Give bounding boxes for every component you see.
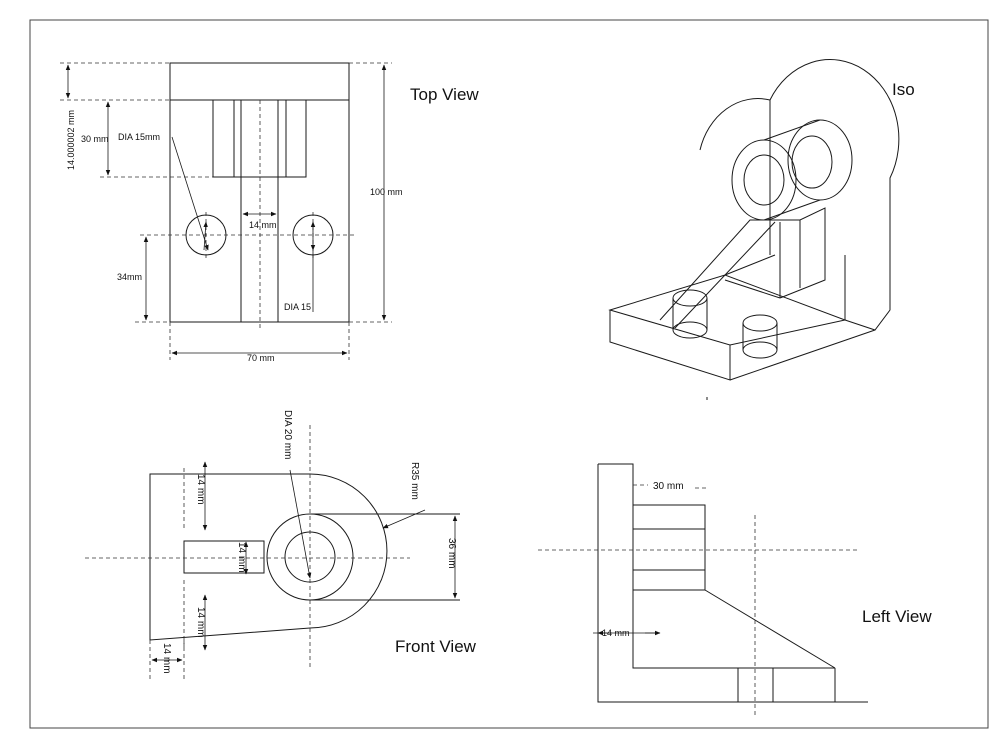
front-view: DIA 20 mm R35 mm 36 mm 14 mm 14 mm 14 mm… [85,410,477,680]
left-view-title: Left View [862,607,932,626]
iso-title: Iso [892,80,915,99]
front-view-title: Front View [395,637,477,656]
dim-14-000002: 14.000002 mm [66,110,76,170]
dim-34: 34mm [117,272,142,282]
sheet-border [29,19,989,729]
dim-70: 70 mm [247,353,275,363]
left-view-outline [598,463,835,669]
front-view-outline [149,473,388,641]
dim-dia15: DIA 15 [284,302,311,312]
dim-14-c: 14 mm [195,607,206,638]
top-view-title: Top View [410,85,479,104]
dim-14-d: 14 mm [161,643,172,674]
iso-view: Iso [608,59,915,400]
dim-dia20: DIA 20 mm [282,410,293,459]
dim-36: 36 mm [446,538,457,569]
dim-14-b: 14 mm [236,542,247,573]
top-view-outline [169,62,350,323]
dim-14-left: 14 mm [602,628,630,638]
dim-dia15mm: DIA 15mm [118,132,160,142]
left-view: 30 mm 14 mm Left View [538,463,932,718]
dim-30-left: 30 mm [653,481,684,492]
dim-30: 30 mm [81,134,109,144]
dim-14-mid: 14 mm [249,220,277,230]
dim-14-a: 14 mm [195,474,206,505]
dim-100: 100 mm [370,187,403,197]
dim-r35: R35 mm [409,462,420,500]
top-view: 14.000002 mm 30 mm DIA 15mm 14 mm 100 mm… [60,62,479,363]
